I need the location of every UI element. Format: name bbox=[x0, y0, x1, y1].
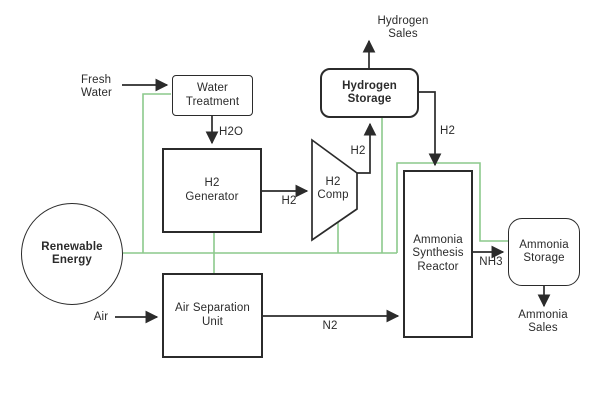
node-ammonia-synthesis-reactor-label: Ammonia Synthesis Reactor bbox=[412, 234, 464, 273]
label-h2-generator-outlet: H2 bbox=[281, 195, 297, 207]
energy-to-ammonia-storage-line bbox=[396, 162, 508, 253]
node-hydrogen-storage-label: Hydrogen Storage bbox=[342, 79, 397, 105]
node-ammonia-storage-label: Ammonia Storage bbox=[519, 238, 569, 264]
node-air-separation-unit: Air Separation Unit bbox=[162, 273, 263, 358]
node-hydrogen-storage: Hydrogen Storage bbox=[320, 68, 419, 118]
node-h2-compressor-label: H2 Comp bbox=[317, 176, 349, 202]
label-ammonia-sales: Ammonia Sales bbox=[518, 309, 568, 335]
h2-compressor-shape bbox=[311, 138, 358, 242]
label-fresh-water: Fresh Water bbox=[81, 74, 112, 100]
label-h2o: H2O bbox=[219, 126, 244, 138]
node-water-treatment: Water Treatment bbox=[172, 75, 253, 116]
node-ammonia-storage: Ammonia Storage bbox=[508, 218, 580, 286]
label-nh3: NH3 bbox=[479, 256, 503, 268]
node-ammonia-synthesis-reactor: Ammonia Synthesis Reactor bbox=[403, 170, 473, 338]
node-h2-generator-label: H2 Generator bbox=[185, 177, 239, 203]
node-renewable-energy: Renewable Energy bbox=[21, 203, 123, 305]
label-h2-storage-outlet: H2 bbox=[440, 125, 456, 137]
label-air: Air bbox=[93, 311, 109, 323]
label-hydrogen-sales: Hydrogen Sales bbox=[377, 15, 429, 41]
energy-to-water-treatment-line bbox=[142, 93, 171, 253]
node-h2-generator: H2 Generator bbox=[162, 148, 262, 233]
label-h2-compressor-outlet: H2 bbox=[350, 145, 366, 157]
compressor-to-storage-arrow bbox=[357, 122, 377, 174]
label-n2: N2 bbox=[322, 320, 338, 332]
storage-to-reactor-arrow bbox=[419, 91, 442, 167]
node-air-separation-unit-label: Air Separation Unit bbox=[175, 302, 250, 328]
node-renewable-energy-label: Renewable Energy bbox=[41, 240, 103, 266]
node-water-treatment-label: Water Treatment bbox=[185, 82, 240, 108]
